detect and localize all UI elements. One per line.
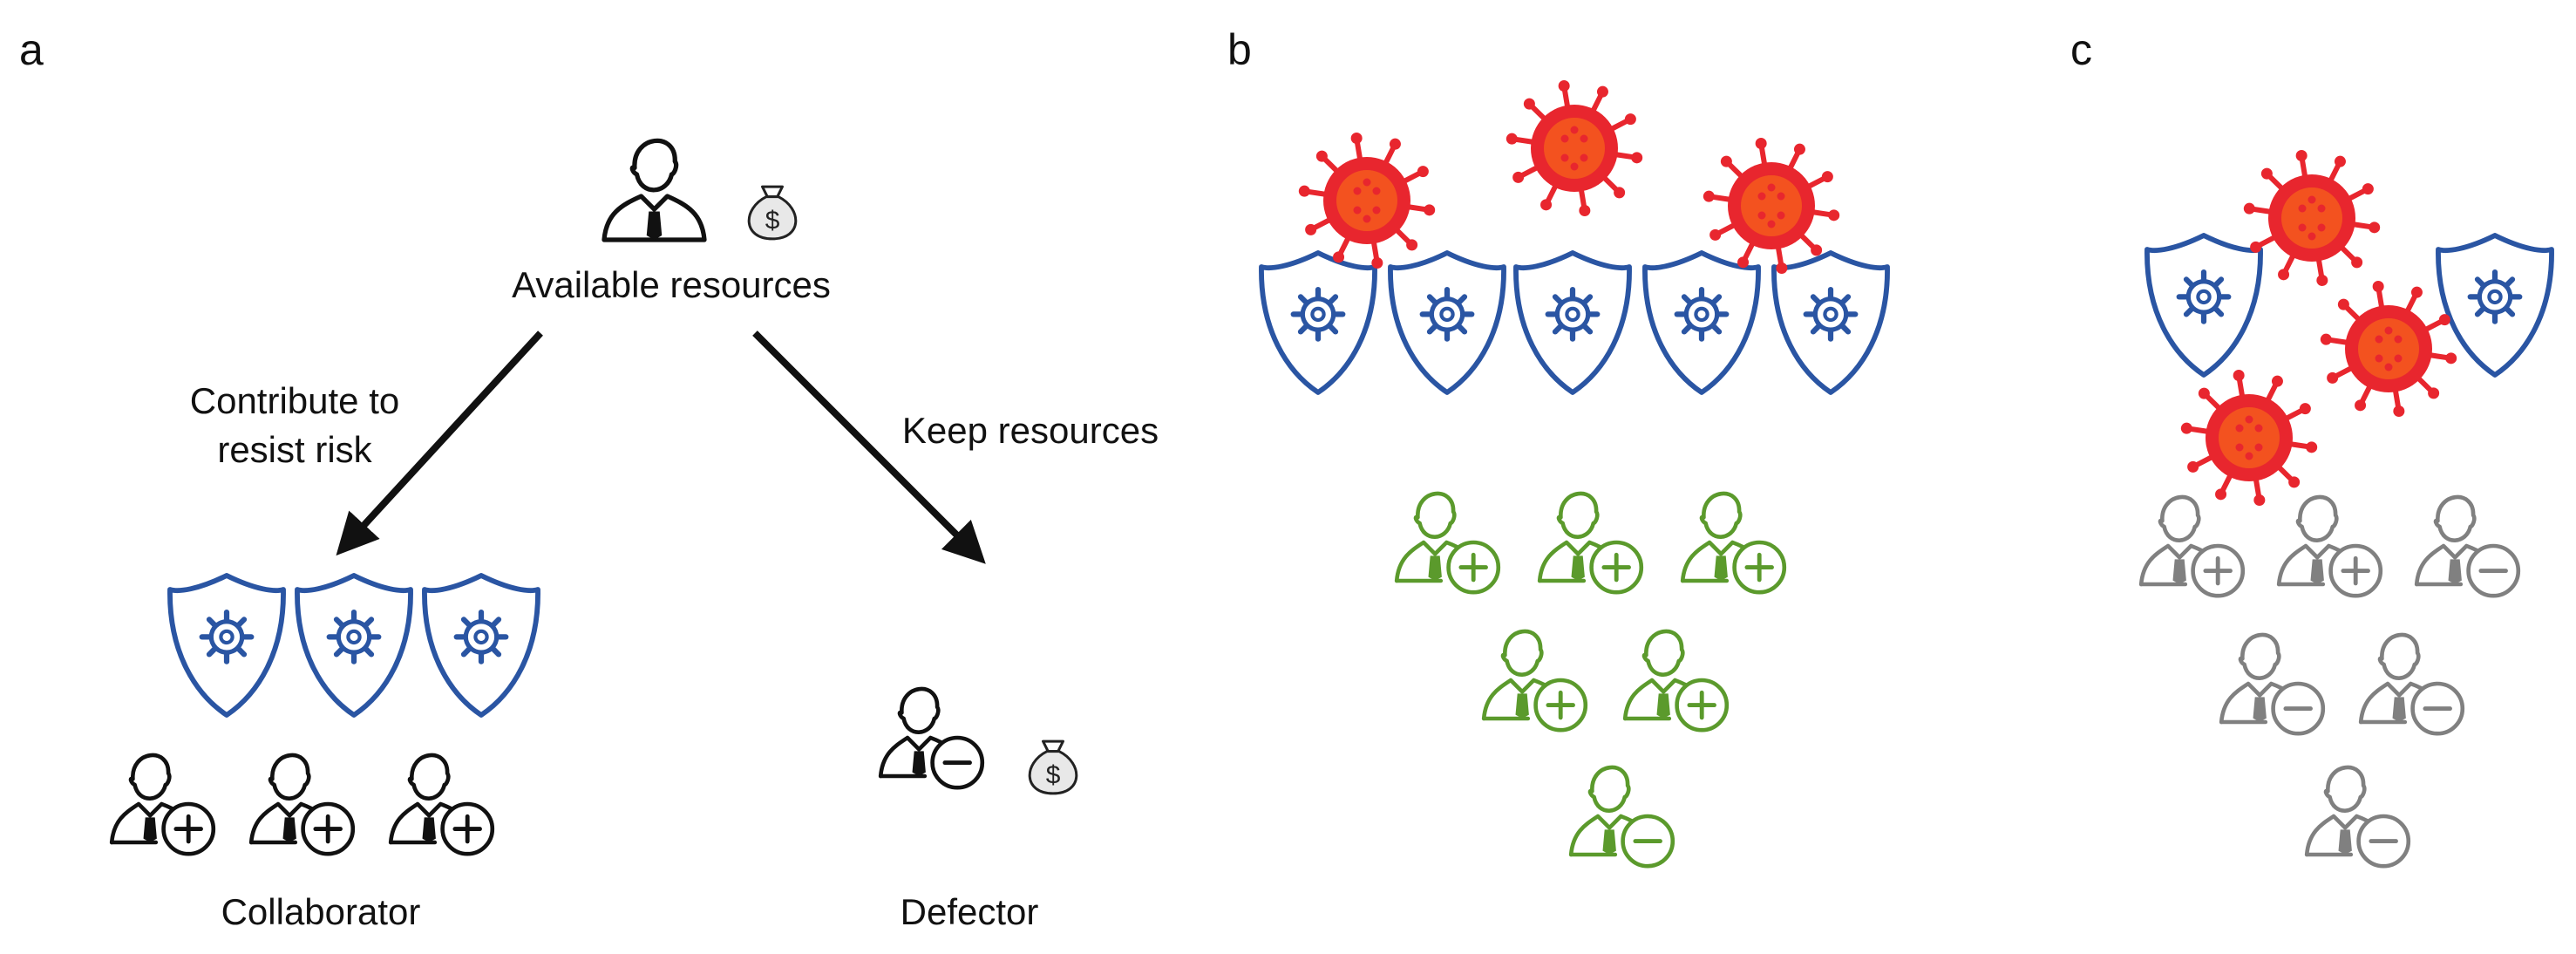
panel-c-letter: c bbox=[2070, 25, 2092, 74]
gray-person-minus-icon-c-3 bbox=[2358, 632, 2465, 736]
money-bags-layer: $$ bbox=[747, 185, 1078, 795]
shield-icon-c-2 bbox=[2436, 233, 2554, 378]
shield-icon-b-3 bbox=[1513, 250, 1632, 395]
shield-icon-b-4 bbox=[1642, 250, 1761, 395]
gray-person-plus-icon-c-2 bbox=[2276, 494, 2383, 598]
virus-icon-c-3 bbox=[2180, 369, 2318, 507]
collaborator-person-icon-3 bbox=[388, 753, 495, 856]
virus-icon-c-2 bbox=[2320, 280, 2457, 418]
keep-resources-label: Keep resources bbox=[901, 410, 1159, 451]
shield-icon-a-2 bbox=[295, 573, 413, 718]
cooperator-person-icon-b-1 bbox=[1394, 491, 1501, 595]
contribute-label-line2: resist risk bbox=[217, 429, 372, 470]
shields-layer bbox=[167, 233, 2554, 718]
virus-icon-b-1 bbox=[1298, 132, 1436, 269]
collaborator-person-icon-1 bbox=[109, 753, 216, 856]
virus-icon-c-1 bbox=[2243, 149, 2381, 287]
viruses-layer bbox=[1298, 79, 2457, 507]
money-bag-symbol: $ bbox=[765, 206, 780, 235]
shield-icon-a-3 bbox=[422, 573, 540, 718]
defector-label: Defector bbox=[900, 891, 1039, 932]
resource-holder-person-icon bbox=[602, 138, 707, 242]
money-bag-symbol: $ bbox=[1046, 760, 1061, 789]
gray-person-plus-icon-c-1 bbox=[2138, 494, 2246, 598]
virus-icon-b-3 bbox=[1703, 137, 1840, 275]
defector-person-icon bbox=[878, 686, 985, 790]
shield-icon-a-1 bbox=[167, 573, 286, 718]
panel-b-letter: b bbox=[1227, 25, 1252, 74]
available-resources-label: Available resources bbox=[512, 264, 831, 305]
people-layer bbox=[109, 138, 2521, 869]
gray-person-minus-icon-c-4 bbox=[2304, 765, 2411, 869]
money-bag-icon: $ bbox=[747, 185, 798, 241]
collaborator-label: Collaborator bbox=[221, 891, 421, 932]
shield-icon-c-1 bbox=[2144, 233, 2263, 378]
shield-icon-b-5 bbox=[1771, 250, 1890, 395]
cooperator-person-icon-b-5 bbox=[1622, 629, 1730, 733]
gray-person-minus-icon-c-2 bbox=[2219, 632, 2326, 736]
cooperator-person-icon-b-2 bbox=[1537, 491, 1644, 595]
defector-person-icon-b bbox=[1568, 765, 1675, 869]
defector-money-bag-icon: $ bbox=[1028, 739, 1078, 795]
panel-a-letter: a bbox=[19, 25, 44, 74]
arrows-layer bbox=[336, 330, 986, 564]
cooperator-person-icon-b-4 bbox=[1481, 629, 1588, 733]
shield-icon-b-2 bbox=[1388, 250, 1506, 395]
collaborator-person-icon-2 bbox=[248, 753, 356, 856]
shield-icon-b-1 bbox=[1259, 250, 1377, 395]
contribute-label-line1: Contribute to bbox=[189, 380, 400, 421]
gray-person-minus-icon-c-1 bbox=[2414, 494, 2521, 598]
contribute-arrow bbox=[336, 330, 543, 556]
virus-icon-b-2 bbox=[1505, 79, 1643, 217]
cooperator-person-icon-b-3 bbox=[1680, 491, 1787, 595]
keep-arrow bbox=[752, 330, 986, 564]
